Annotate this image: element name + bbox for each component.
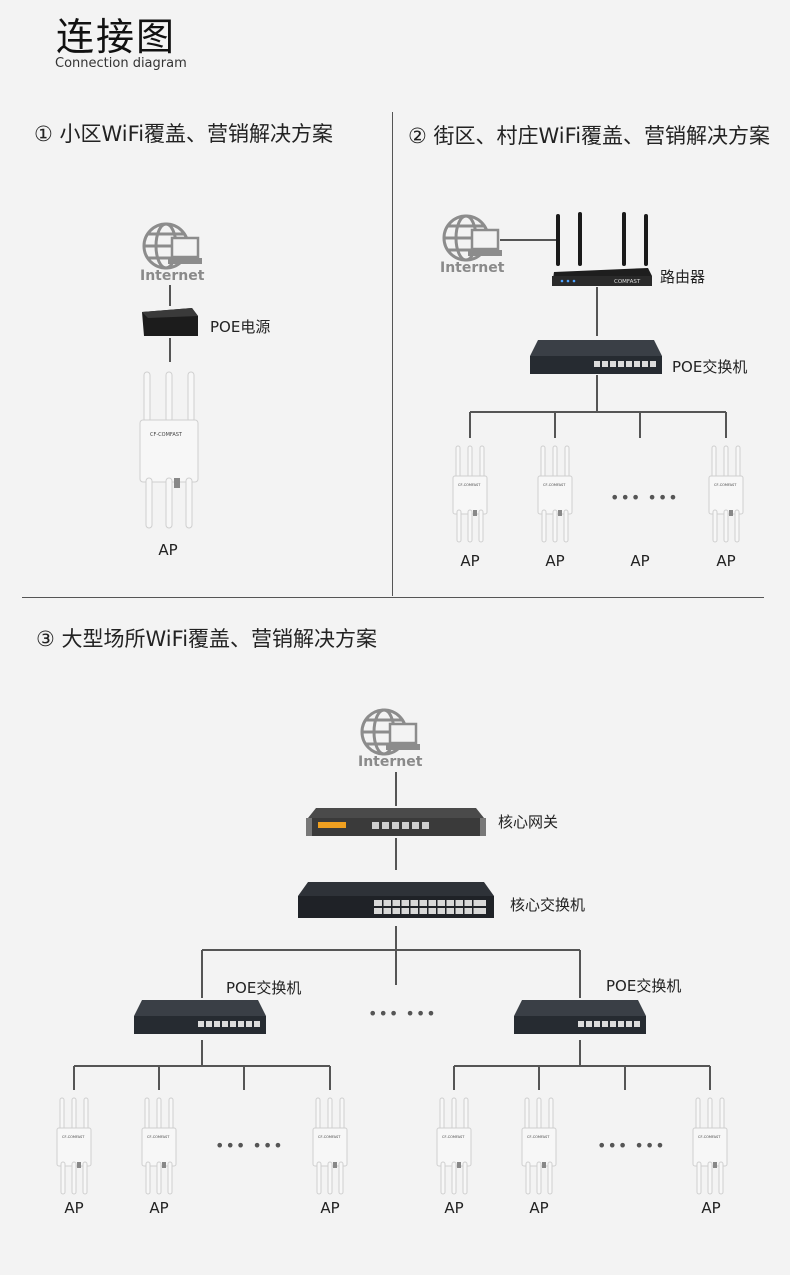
poe-switch-label-s3-left: POE交换机 [226,979,302,997]
poe-power-adapter [140,306,200,338]
page-title: 连接图 [56,15,177,59]
svg-text:CF-COMFAST: CF-COMFAST [527,1135,550,1139]
svg-text:CF-COMFAST: CF-COMFAST [62,1135,85,1139]
vertical-divider [392,112,393,596]
ap-label-s3-5: AP [529,1199,549,1217]
poe-switch-label-s3-right: POE交换机 [606,977,682,995]
svg-text:COMFAST: COMFAST [614,279,641,285]
switch-ellipsis-s3: ••• ••• [368,1004,437,1023]
svg-text:CF-COMFAST: CF-COMFAST [458,483,481,487]
ap-device-large: CF-COMFAST [138,370,200,530]
router-label: 路由器 [660,268,706,286]
core-switch-label: 核心交换机 [510,896,586,914]
svg-text:CF-COMFAST: CF-COMFAST [543,483,566,487]
section-2-heading: ② 街区、村庄WiFi覆盖、营销解决方案 [408,124,771,148]
poe-switch-s2 [530,338,662,376]
svg-text:CF-COMFAST: CF-COMFAST [714,483,737,487]
svg-text:CF-COMFAST: CF-COMFAST [150,432,183,438]
poe-switch-s3-right [514,998,646,1036]
core-switch-device [298,880,494,920]
internet-icon-s2 [440,212,508,278]
internet-label-s3: Internet [358,754,423,770]
poe-switch-label-s2: POE交换机 [672,358,748,376]
poe-switch-s3-left [134,998,266,1036]
internet-icon-s3 [358,706,426,772]
ap-label-s3-4: AP [444,1199,464,1217]
ap-label-s2-2: AP [545,552,565,570]
poe-power-label: POE电源 [210,318,271,336]
page-subtitle: Connection diagram [55,56,187,71]
horizontal-divider [22,597,764,598]
ap-label-s3-6: AP [701,1199,721,1217]
ap-label-s1: AP [158,541,178,559]
ap-label-s3-1: AP [64,1199,84,1217]
ap-label-s2-1: AP [460,552,480,570]
section-3-heading: ③ 大型场所WiFi覆盖、营销解决方案 [36,627,378,651]
internet-label-s1: Internet [140,268,205,284]
ap-ellipsis-s2: ••• ••• [610,488,679,507]
ap-label-s3-2: AP [149,1199,169,1217]
internet-icon-s1 [140,220,208,286]
ap-label-s3-3: AP [320,1199,340,1217]
section-1-heading: ① 小区WiFi覆盖、营销解决方案 [34,122,334,146]
ap-ellipsis-s3-left: ••• ••• [215,1136,284,1155]
ap-label-s2-4: AP [716,552,736,570]
ap-ellipsis-s3-right: ••• ••• [597,1136,666,1155]
svg-text:CF-COMFAST: CF-COMFAST [318,1135,341,1139]
ap-label-s2-3: AP [630,552,650,570]
internet-label-s2: Internet [440,260,505,276]
core-gateway-label: 核心网关 [498,813,559,831]
core-gateway-device [306,806,486,838]
svg-text:CF-COMFAST: CF-COMFAST [442,1135,465,1139]
svg-text:CF-COMFAST: CF-COMFAST [147,1135,170,1139]
router-device: COMFAST [552,212,652,288]
svg-text:CF-COMFAST: CF-COMFAST [698,1135,721,1139]
